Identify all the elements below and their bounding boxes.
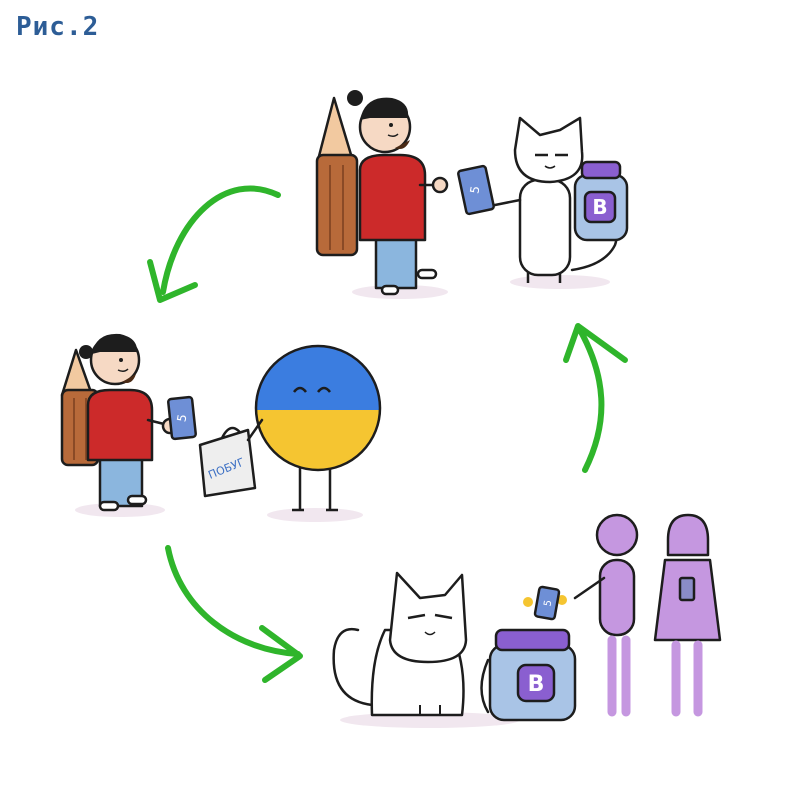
pencil-backpack-icon	[315, 96, 359, 257]
banknote-top: 5	[457, 164, 495, 216]
donor-person-2	[653, 513, 722, 717]
figure-label: Рис.2	[16, 12, 100, 42]
banknote-bottom-value: 5	[543, 599, 555, 607]
arrow-top-to-left	[160, 185, 281, 295]
donor-person-1	[573, 513, 639, 717]
scene-bottom: B 5	[332, 513, 722, 728]
shopping-bag: ПОБУГ	[198, 426, 257, 498]
traveler-character-left	[79, 333, 179, 512]
banknote-bottom: 5	[533, 585, 561, 621]
traveler-character	[347, 90, 449, 296]
arrow-bottom-to-top	[577, 327, 605, 473]
jar-top-letter: B	[592, 195, 607, 219]
banknote-left-value: 5	[174, 413, 189, 423]
scene-top: 5 B	[315, 90, 629, 299]
ukraine-ball-character	[246, 344, 382, 512]
donation-jar: B	[480, 595, 577, 722]
scene-left: 5 ПОБУГ	[60, 333, 382, 522]
banknote-left: 5	[167, 395, 197, 441]
cat-with-jar-backpack: B	[493, 116, 629, 283]
banknote-top-value: 5	[467, 185, 482, 195]
cat-sitting	[332, 571, 468, 717]
jar-bottom-letter: B	[528, 672, 545, 697]
arrow-left-to-bottom	[165, 545, 301, 657]
